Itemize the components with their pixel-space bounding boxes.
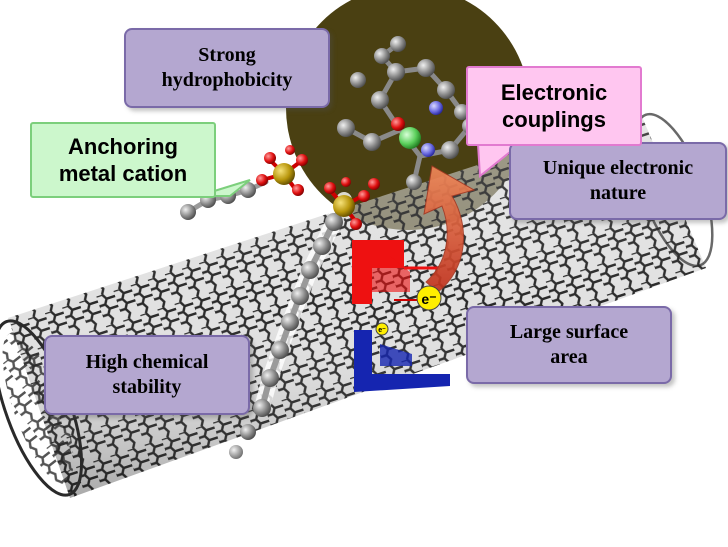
callout-large-surface-area: Large surface area bbox=[466, 306, 672, 384]
callout-electronic-couplings: Electronic couplings bbox=[466, 66, 642, 146]
callout-high-chemical-stability: High chemical stability bbox=[44, 335, 250, 415]
electron-small-icon: e⁻ bbox=[375, 322, 389, 336]
electron-icon: e⁻ bbox=[416, 285, 442, 311]
energy-level-icon bbox=[352, 240, 450, 392]
callout-anchoring-metal-cation: Anchoring metal cation bbox=[30, 122, 216, 198]
alkyl-chain-icon bbox=[180, 179, 352, 459]
electron-label: e⁻ bbox=[421, 291, 436, 307]
electron-small-label: e⁻ bbox=[378, 327, 386, 334]
callout-unique-electronic-nature: Unique electronic nature bbox=[509, 142, 727, 220]
curved-arrow-icon bbox=[423, 165, 476, 293]
phosphate-group-icon bbox=[256, 145, 380, 230]
callout-strong-hydrophobicity: Strong hydrophobicity bbox=[124, 28, 330, 108]
